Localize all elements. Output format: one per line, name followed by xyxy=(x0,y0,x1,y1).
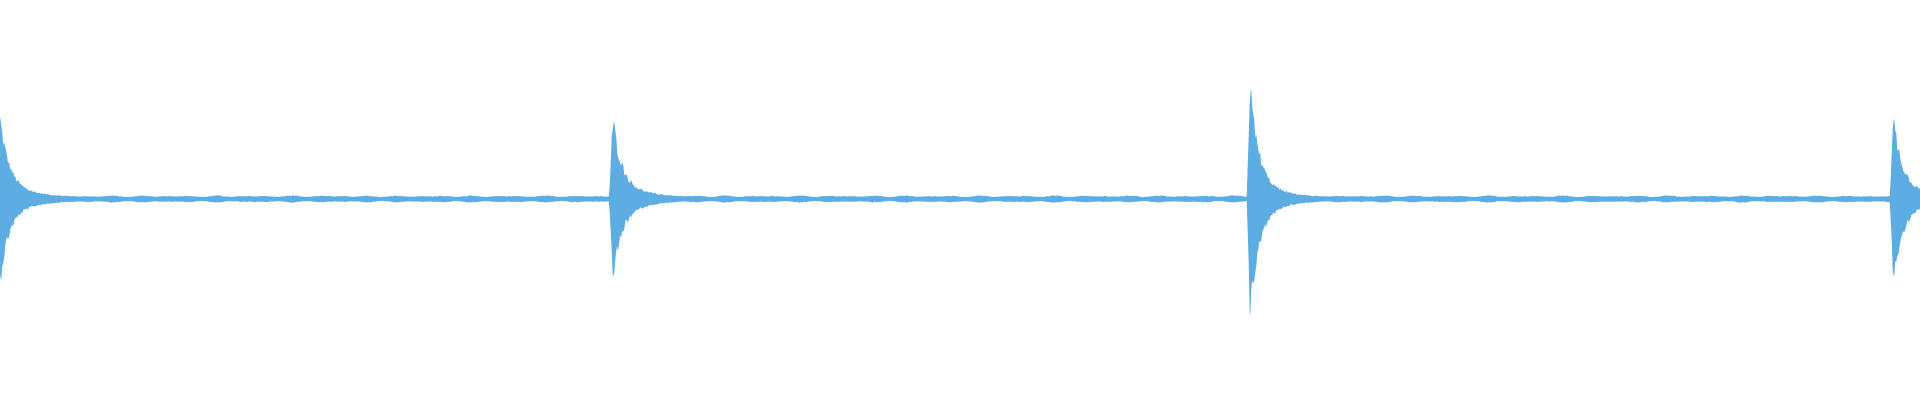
waveform-trace xyxy=(0,89,1920,314)
